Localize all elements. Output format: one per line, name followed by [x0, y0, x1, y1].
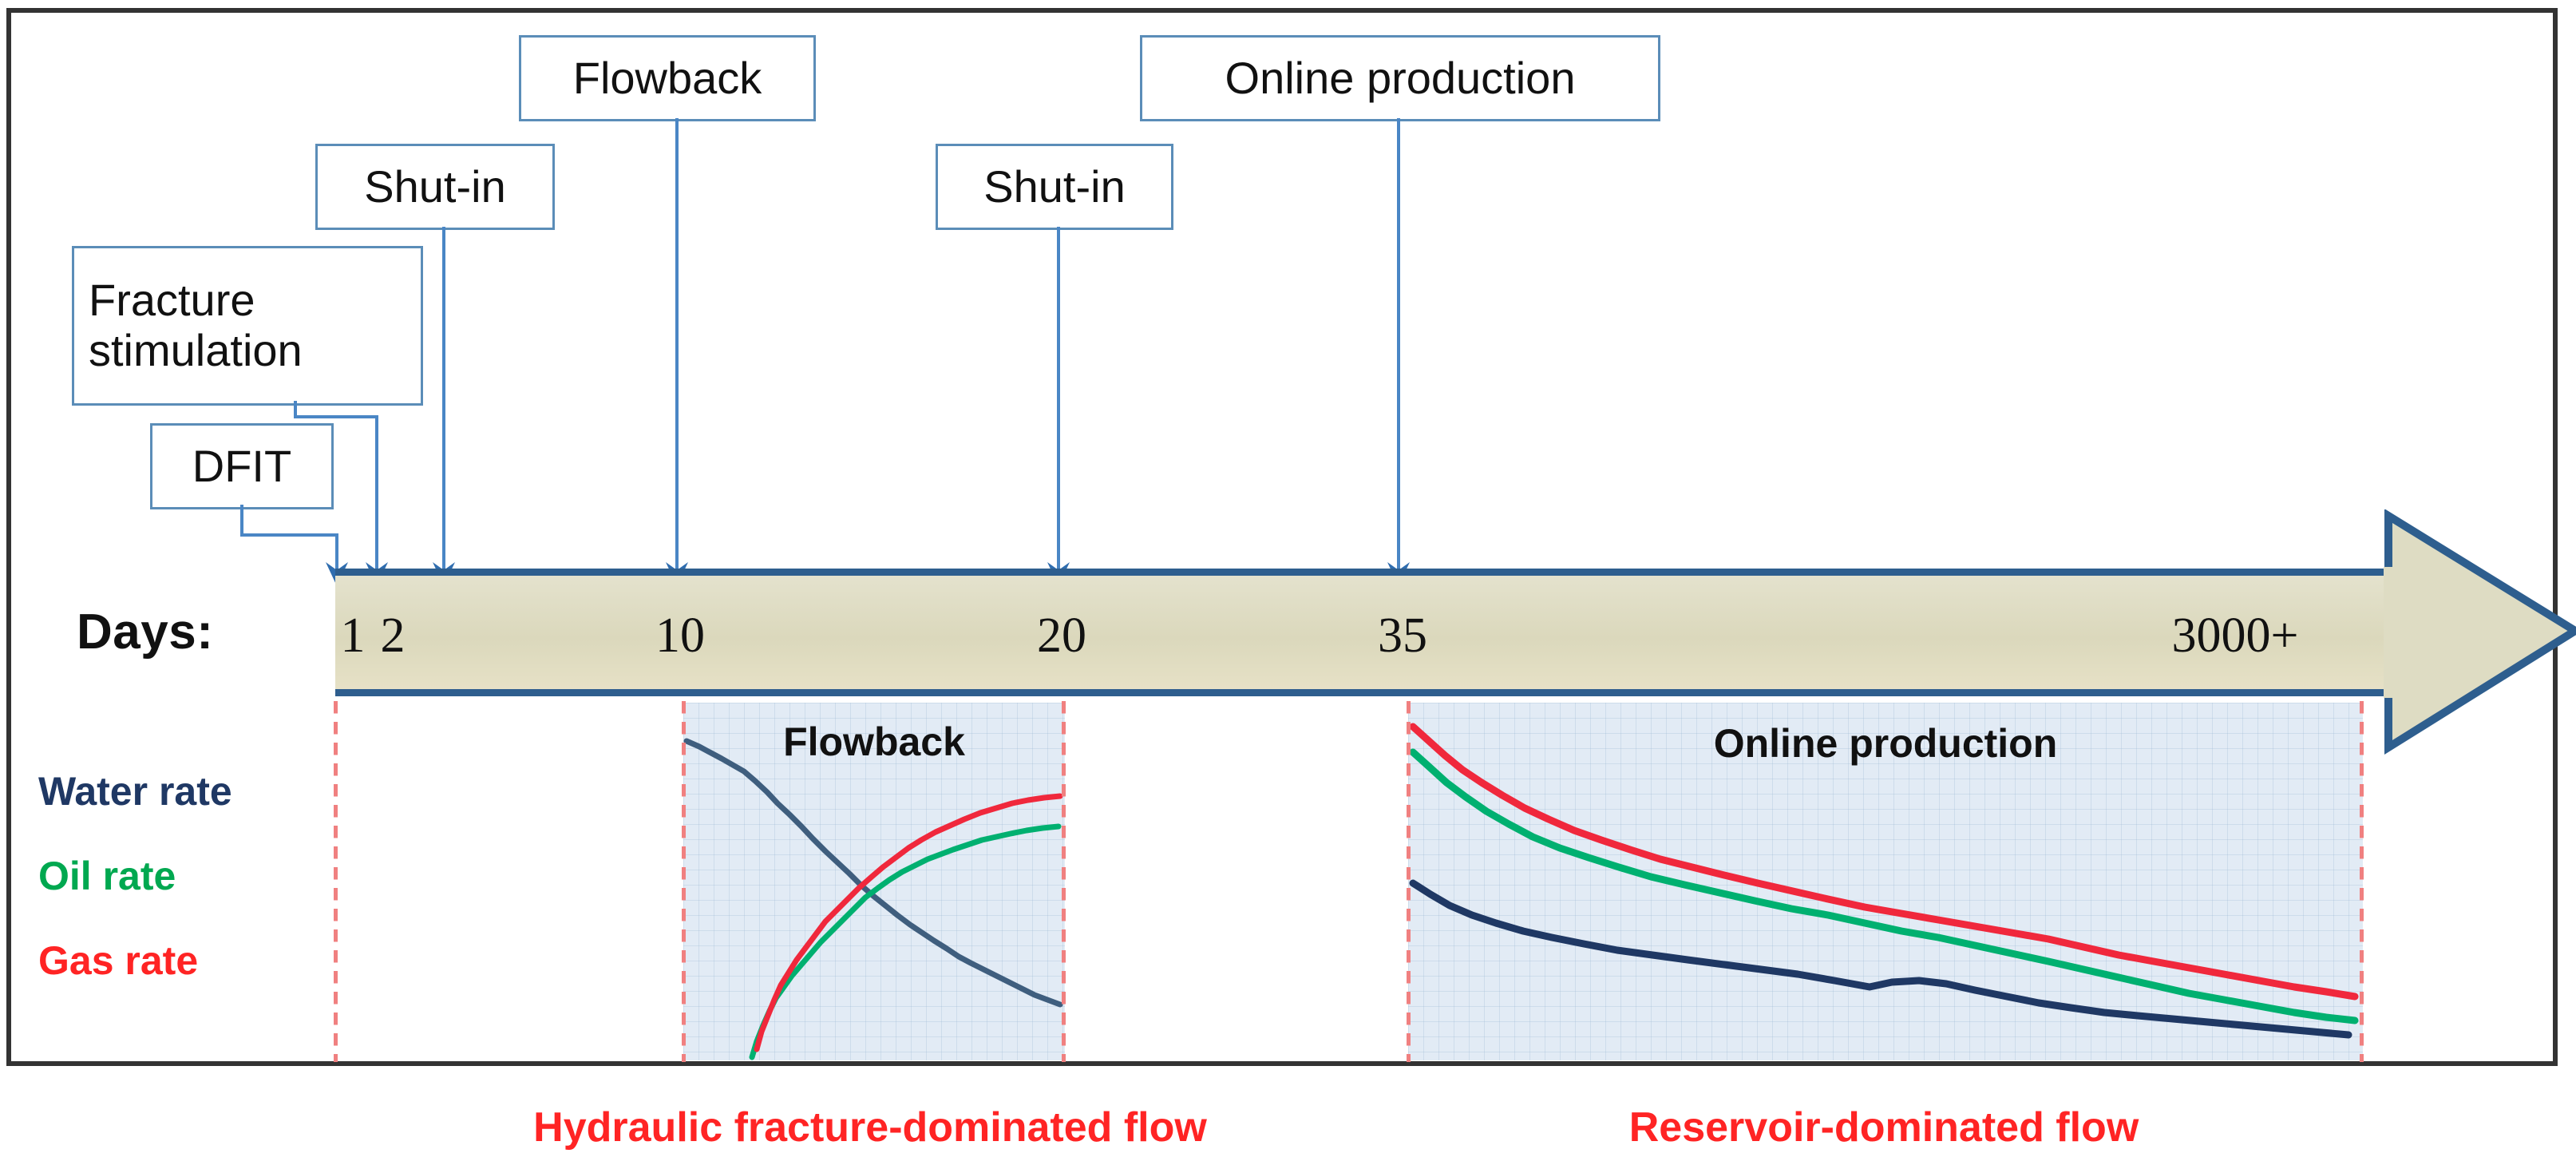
callout-shut-in-2[interactable]: Shut-in [936, 144, 1173, 230]
connector-flowback [666, 118, 688, 586]
connector-online-production [1387, 118, 1410, 586]
legend-item-water-rate: Water rate [38, 769, 232, 814]
panel-online-production-title: Online production [1713, 721, 2058, 766]
panel-flowback-title: Flowback [783, 719, 965, 764]
panel-flowback-curves [683, 738, 1063, 1060]
timeline-tick-1: 1 [340, 608, 366, 663]
callout-shut-in-2-label: Shut-in [983, 160, 1126, 212]
legend-item-oil-rate: Oil rate [38, 854, 176, 898]
callout-dfit-label: DFIT [192, 440, 292, 491]
connector-shut-in-2 [1047, 227, 1070, 586]
boundary-dash-day-35 [1407, 701, 1411, 1062]
timeline-arrowhead [2384, 509, 2576, 755]
timeline-tick-10: 10 [655, 608, 705, 663]
panel-online-production: Online production [1408, 703, 2363, 1060]
timeline-end-label: 3000+ [2171, 608, 2299, 663]
panel-online-production-grid [1408, 703, 2363, 1060]
callout-dfit[interactable]: DFIT [150, 423, 334, 509]
callout-shut-in-1[interactable]: Shut-in [315, 144, 555, 230]
caption-hydraulic-fracture-dominated-flow: Hydraulic fracture-dominated flow [533, 1104, 1207, 1151]
callout-shut-in-1-label: Shut-in [364, 160, 506, 212]
boundary-dash-day-10 [682, 701, 686, 1062]
callout-fracture-stimulation[interactable]: Fracture stimulation [72, 246, 423, 406]
caption-reservoir-dominated-flow: Reservoir-dominated flow [1628, 1104, 2139, 1151]
callout-online-production[interactable]: Online production [1140, 35, 1660, 121]
boundary-dash-day-3000 [2360, 701, 2364, 1062]
timeline-tick-35: 35 [1378, 608, 1427, 663]
boundary-dash-day-20 [1062, 701, 1066, 1062]
callout-fracture-line2: stimulation [89, 325, 303, 375]
callout-flowback[interactable]: Flowback [519, 35, 816, 121]
boundary-dash-day-1 [334, 701, 338, 1062]
callout-online-production-label: Online production [1225, 52, 1576, 103]
connector-shut-in-1 [433, 227, 455, 586]
timeline-bar: 1 2 10 20 35 3000+ [335, 569, 2392, 696]
timeline-axis-label: Days: [77, 604, 214, 660]
panel-flowback: Flowback [683, 703, 1065, 1060]
panel-flowback-grid [683, 703, 1065, 1060]
legend-item-gas-rate: Gas rate [38, 938, 199, 983]
callout-fracture-line1: Fracture [89, 275, 255, 326]
panel-online-production-curves [1409, 723, 2359, 1039]
timeline-tick-2: 2 [380, 608, 406, 663]
callout-flowback-label: Flowback [572, 52, 762, 103]
timeline-tick-20: 20 [1037, 608, 1086, 663]
